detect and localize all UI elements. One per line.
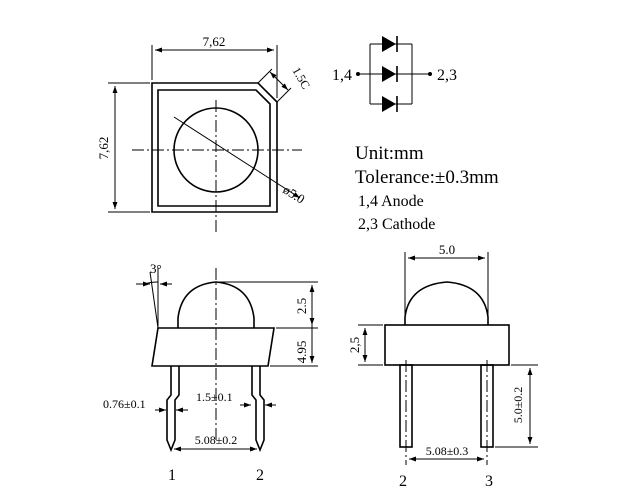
side-pitch-label: 5.08±0.3 [426,444,469,458]
chamfer-ext-b [276,87,292,103]
front-view: 3° 2.5 4.95 0.76±0.1 1.5±0.1 5.08±0.2 1 … [103,261,318,484]
side-pin-left-label: 2 [399,473,407,490]
angle-line-slanted [149,271,159,329]
front-pin-right-label: 2 [256,467,264,484]
front-dome [177,281,255,328]
node-dot-right [428,72,432,76]
inner-outline [157,89,271,207]
schematic-right-label: 2,3 [437,67,457,84]
side-body-height-label: 2,5 [347,337,362,353]
diameter-leader [173,116,301,199]
side-view: 5.0 2,5 5.0±0.2 5.08±0.3 2 3 [347,242,538,490]
front-lead-left [166,366,180,453]
outer-outline [151,82,278,213]
dome-width-label: 5.0 [439,242,455,257]
diode-mid-icon [382,66,396,82]
diode-top-icon [382,36,396,52]
height-label: 7,62 [96,137,111,160]
dome-height-label: 2.5 [294,298,309,314]
unit-note: Unit:mm [355,143,424,164]
cathode-note: 2,3 Cathode [358,216,435,233]
front-pin-left-label: 1 [168,467,176,484]
notes: Unit:mm Tolerance:±0.3mm 1,4 Anode 2,3 C… [355,143,499,233]
side-pin-right-label: 3 [485,473,493,490]
schematic-left-label: 1,4 [332,67,352,84]
anode-note: 1,4 Anode [358,193,424,210]
diameter-label: ø5.0 [280,182,307,207]
chamfer-ext-a [257,68,273,84]
diode-bottom-icon [382,96,396,112]
lead-length-label: 5.0±0.2 [511,387,525,424]
body-height-label: 4.95 [294,341,309,364]
side-dome [404,281,489,325]
node-dot-left [356,72,360,76]
tolerance-note: Tolerance:±0.3mm [355,167,499,188]
top-view: ø5.0 7,62 7,62 1.5C [96,34,313,232]
chamfer-label: 1.5C [289,65,313,92]
chamfer-dim-line [269,71,289,91]
angle-label: 3° [150,261,162,276]
side-body [384,324,510,366]
lead-gap-label: 1.5±0.1 [196,390,233,404]
front-lead-right [251,366,265,453]
front-pitch-label: 5.08±0.2 [195,433,238,447]
width-label: 7,62 [203,34,226,49]
front-body [151,327,275,367]
diode-schematic: 1,4 2,3 [332,36,457,112]
lead-width-label: 0.76±0.1 [103,397,146,411]
